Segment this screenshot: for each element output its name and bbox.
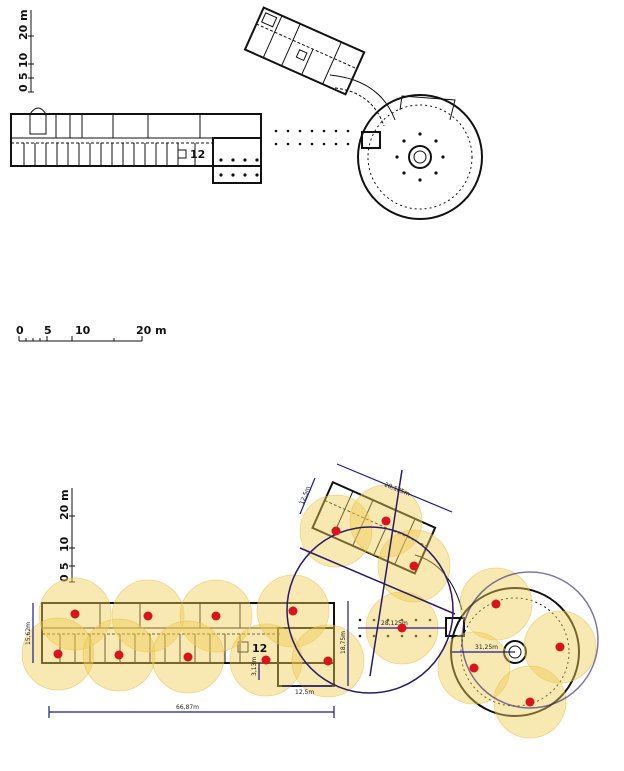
top-vertical-scale: 0 5 10 20 m	[17, 9, 34, 93]
access-point-marker	[261, 655, 271, 665]
top-angled-wing	[243, 6, 366, 96]
access-point-marker	[397, 623, 407, 633]
access-points	[53, 516, 565, 707]
access-point-marker	[70, 609, 80, 619]
top-scale-label-20: 20 m	[17, 9, 30, 40]
top-scale-label-10: 10	[17, 52, 30, 68]
scale-bar: 0 5 10 20 m	[16, 324, 167, 342]
dimension-annex-small-label: 3,13m	[251, 657, 258, 676]
top-floor-plan: 0 5 10 20 m	[10, 6, 483, 220]
dimension-passage-length-label: 28,125m	[381, 620, 408, 627]
access-point-marker	[555, 642, 565, 652]
dimension-annex-depth-label: 18,75m	[340, 631, 347, 654]
coverage-boundary	[461, 571, 599, 709]
top-scale-label-5: 5	[17, 72, 30, 80]
coverage-zones	[21, 484, 597, 739]
access-point-marker	[288, 606, 298, 616]
access-point-marker	[183, 652, 193, 662]
access-point-marker	[211, 611, 221, 621]
dimension-overall-length-label: 66,87m	[176, 704, 199, 711]
scale-bar-label-0: 0	[16, 324, 24, 337]
coverage-boundaries	[286, 469, 599, 709]
top-building-number: 12	[190, 148, 205, 161]
dimension-rotunda-radius-label: 31,25m	[475, 644, 498, 651]
bottom-scale-label-20: 20 m	[58, 489, 71, 520]
access-point-marker	[381, 516, 391, 526]
scale-bar-label-20: 20 m	[136, 324, 167, 337]
top-scale-label-0: 0	[17, 84, 30, 92]
access-point-marker	[491, 599, 501, 609]
bottom-building-number: 12	[252, 642, 267, 655]
access-point-marker	[331, 526, 341, 536]
dimension-annex-width-label: 12,5m	[295, 689, 314, 696]
access-point-marker	[323, 656, 333, 666]
bottom-floor-plan: 0 5 10 20 m	[21, 463, 599, 739]
dimension-wing-width-label: 12,5m	[298, 485, 312, 506]
bottom-plan-walls	[41, 480, 580, 717]
scale-bar-label-10: 10	[75, 324, 91, 337]
access-point-marker	[143, 611, 153, 621]
top-long-building-partitions	[23, 114, 201, 166]
access-point-marker	[114, 650, 124, 660]
coverage-boundary	[286, 526, 454, 694]
top-rotunda	[357, 94, 483, 220]
bottom-scale-label-10: 10	[58, 536, 71, 552]
bottom-scale-label-0: 0	[58, 574, 71, 582]
bottom-scale-label-5: 5	[58, 562, 71, 570]
top-colonnade	[274, 129, 350, 146]
access-point-marker	[409, 561, 419, 571]
scale-bar-label-5: 5	[44, 324, 52, 337]
top-long-building: 12	[10, 107, 262, 184]
dimension-block-height-label: 15,62m	[25, 622, 32, 645]
top-annex-columns	[219, 158, 259, 177]
access-point-marker	[53, 649, 63, 659]
access-point-marker	[525, 697, 535, 707]
bottom-vertical-scale: 0 5 10 20 m	[58, 488, 75, 583]
access-point-marker	[469, 663, 479, 673]
